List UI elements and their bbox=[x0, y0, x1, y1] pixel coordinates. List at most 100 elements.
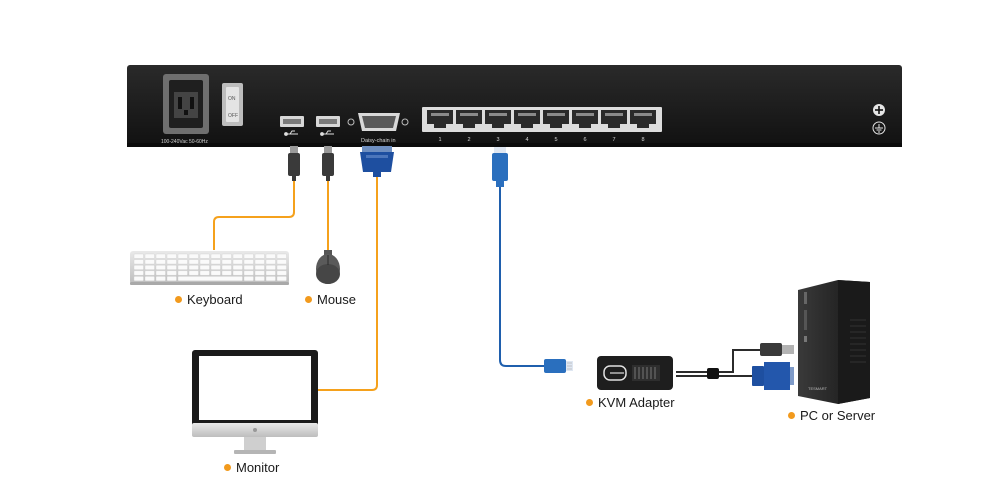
usb-port-keyboard[interactable] bbox=[280, 116, 304, 127]
keyboard-key bbox=[276, 259, 287, 265]
usb-port-mouse[interactable] bbox=[316, 116, 340, 127]
keyboard-key bbox=[188, 259, 199, 265]
rj45-port-1[interactable] bbox=[427, 110, 453, 128]
keyboard bbox=[130, 251, 289, 285]
keyboard-key bbox=[276, 276, 287, 281]
keyboard-key bbox=[265, 265, 276, 270]
port-number-3: 3 bbox=[496, 137, 499, 143]
port-number-5: 5 bbox=[554, 137, 557, 143]
keyboard-key bbox=[221, 259, 232, 265]
screw-icon bbox=[401, 118, 409, 126]
keyboard-key bbox=[188, 253, 199, 259]
keyboard-keys bbox=[133, 253, 287, 281]
keyboard-key bbox=[144, 253, 155, 259]
power-switch[interactable]: ON OFF bbox=[222, 83, 243, 126]
keyboard-key bbox=[243, 253, 254, 259]
pc-brand-text: TESMART bbox=[808, 386, 828, 391]
plus-circle-icon bbox=[873, 104, 885, 116]
rj45-plug-switch bbox=[492, 147, 508, 187]
keyboard-key bbox=[177, 265, 188, 270]
keyboard-key bbox=[254, 276, 265, 281]
keyboard-key bbox=[133, 259, 144, 265]
usb-plug-keyboard bbox=[288, 146, 300, 181]
usb-symbol-icon bbox=[320, 130, 334, 136]
keyboard-key bbox=[144, 265, 155, 270]
keyboard-key bbox=[265, 276, 276, 281]
keyboard-key bbox=[265, 253, 276, 259]
keyboard-key bbox=[155, 270, 166, 276]
keyboard-key bbox=[254, 265, 265, 270]
keyboard-key bbox=[210, 259, 221, 265]
port-number-6: 6 bbox=[583, 137, 586, 143]
keyboard-key bbox=[232, 259, 243, 265]
keyboard-key bbox=[243, 276, 254, 281]
keyboard-key bbox=[166, 270, 177, 276]
adapter-vga-plug bbox=[752, 362, 794, 390]
monitor-vga-cable bbox=[318, 175, 378, 391]
monitor-label: Monitor bbox=[224, 460, 279, 475]
rj45-port-8[interactable] bbox=[630, 110, 656, 128]
keyboard-key bbox=[210, 265, 221, 270]
keyboard-key bbox=[265, 270, 276, 276]
keyboard-key bbox=[133, 253, 144, 259]
rj45-port-4[interactable] bbox=[514, 110, 540, 128]
keyboard-key bbox=[221, 270, 232, 276]
keyboard-key bbox=[254, 270, 265, 276]
port-number-2: 2 bbox=[467, 137, 470, 143]
keyboard-key bbox=[177, 270, 188, 276]
kvm-adapter bbox=[597, 356, 719, 390]
keyboard-key bbox=[133, 265, 144, 270]
keyboard-key bbox=[276, 265, 287, 270]
keyboard-key bbox=[133, 270, 144, 276]
keyboard-key bbox=[254, 253, 265, 259]
rj45-port-7[interactable] bbox=[601, 110, 627, 128]
keyboard-key bbox=[166, 265, 177, 270]
port-number-4: 4 bbox=[525, 137, 528, 143]
keyboard-key bbox=[166, 253, 177, 259]
rj45-port-5[interactable] bbox=[543, 110, 569, 128]
bullet-dot bbox=[175, 296, 182, 303]
keyboard-key bbox=[144, 270, 155, 276]
keyboard-key bbox=[276, 253, 287, 259]
kvm-switch-panel: 100-240Vac 50-60Hz ON OFF bbox=[127, 65, 902, 147]
vga-daisy-chain-port[interactable] bbox=[358, 113, 400, 131]
usb-symbol-icon bbox=[284, 130, 298, 136]
bullet-dot bbox=[586, 399, 593, 406]
keyboard-key bbox=[188, 270, 199, 276]
network-cable bbox=[499, 186, 546, 367]
mouse-label: Mouse bbox=[305, 292, 356, 307]
keyboard-key bbox=[221, 265, 232, 270]
keyboard-key bbox=[243, 270, 254, 276]
keyboard-key bbox=[243, 265, 254, 270]
keyboard-key bbox=[155, 276, 166, 281]
bullet-dot bbox=[224, 464, 231, 471]
keyboard-key bbox=[166, 259, 177, 265]
switch-off-text: OFF bbox=[228, 113, 238, 119]
rj45-port-2[interactable] bbox=[456, 110, 482, 128]
pc-server-label: PC or Server bbox=[788, 408, 875, 423]
keyboard-key bbox=[254, 259, 265, 265]
keyboard-key bbox=[144, 259, 155, 265]
monitor bbox=[192, 350, 318, 454]
adapter-usb-cable bbox=[676, 349, 760, 373]
power-rating-text: 100-240Vac 50-60Hz bbox=[161, 139, 208, 145]
keyboard-key bbox=[232, 253, 243, 259]
rj45-plug-adapter bbox=[544, 359, 573, 373]
keyboard-key bbox=[243, 259, 254, 265]
vga-plug bbox=[360, 146, 394, 177]
rj45-port-3[interactable] bbox=[485, 110, 511, 128]
chassis-body bbox=[127, 65, 902, 147]
keyboard-key bbox=[276, 270, 287, 276]
port-number-1: 1 bbox=[438, 137, 441, 143]
bullet-dot bbox=[305, 296, 312, 303]
keyboard-key bbox=[166, 276, 177, 281]
keyboard-label: Keyboard bbox=[175, 292, 243, 307]
keyboard-key bbox=[210, 253, 221, 259]
rj45-port-6[interactable] bbox=[572, 110, 598, 128]
chassis-edge bbox=[127, 143, 902, 147]
port-number-7: 7 bbox=[612, 137, 615, 143]
keyboard-key bbox=[155, 259, 166, 265]
keyboard-key bbox=[221, 253, 232, 259]
